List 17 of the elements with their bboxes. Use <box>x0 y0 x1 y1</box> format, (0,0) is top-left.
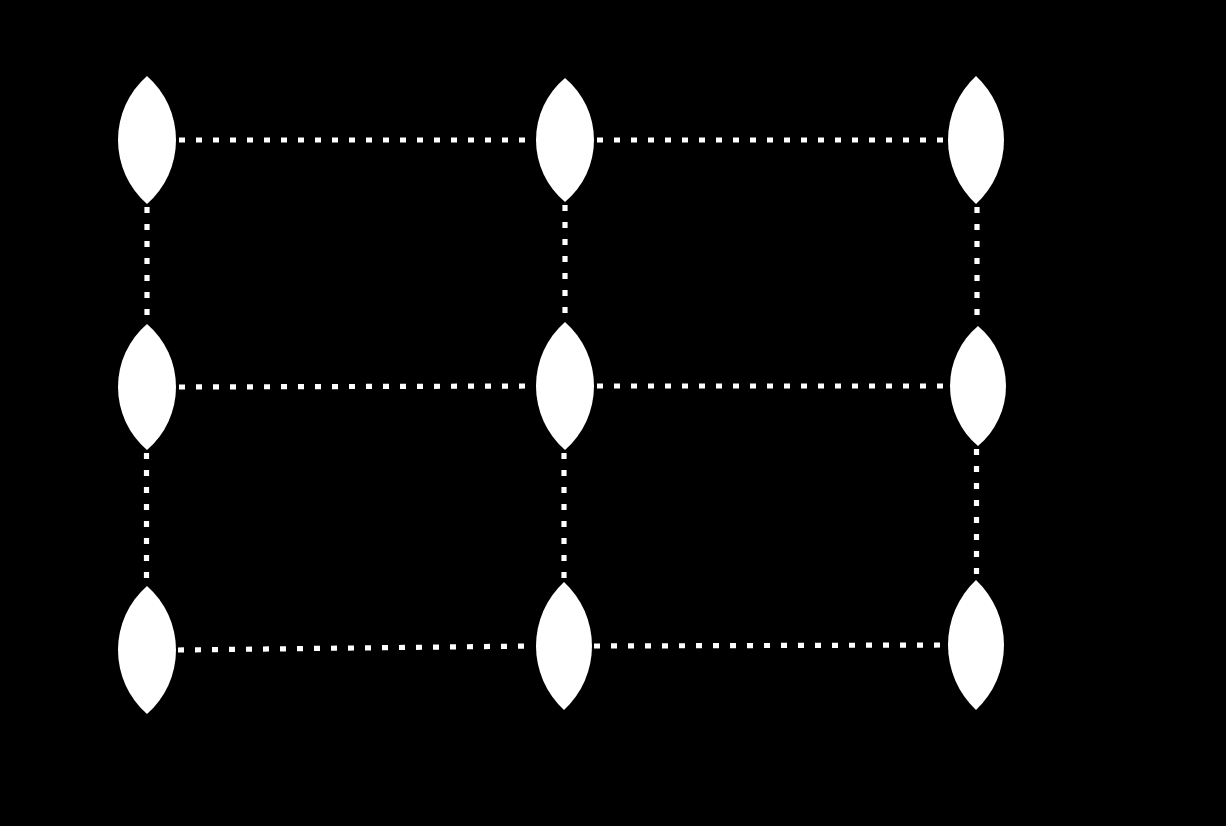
dotted-connector <box>597 137 945 143</box>
dotted-connector <box>561 453 567 579</box>
dotted-connector <box>562 205 568 319</box>
lens-node <box>948 76 1004 204</box>
lens-node <box>118 324 176 450</box>
lens-node <box>535 582 591 710</box>
lens-node <box>117 586 175 714</box>
lens-node <box>536 322 594 450</box>
lens-node <box>536 78 594 202</box>
lens-node <box>947 580 1003 710</box>
lens-node <box>950 326 1006 446</box>
dotted-connector <box>597 383 947 389</box>
dotted-connector <box>973 449 980 577</box>
dotted-connector <box>144 207 150 321</box>
dotted-connector <box>143 453 150 583</box>
lens-node <box>118 76 176 204</box>
dotted-connector <box>594 642 944 649</box>
